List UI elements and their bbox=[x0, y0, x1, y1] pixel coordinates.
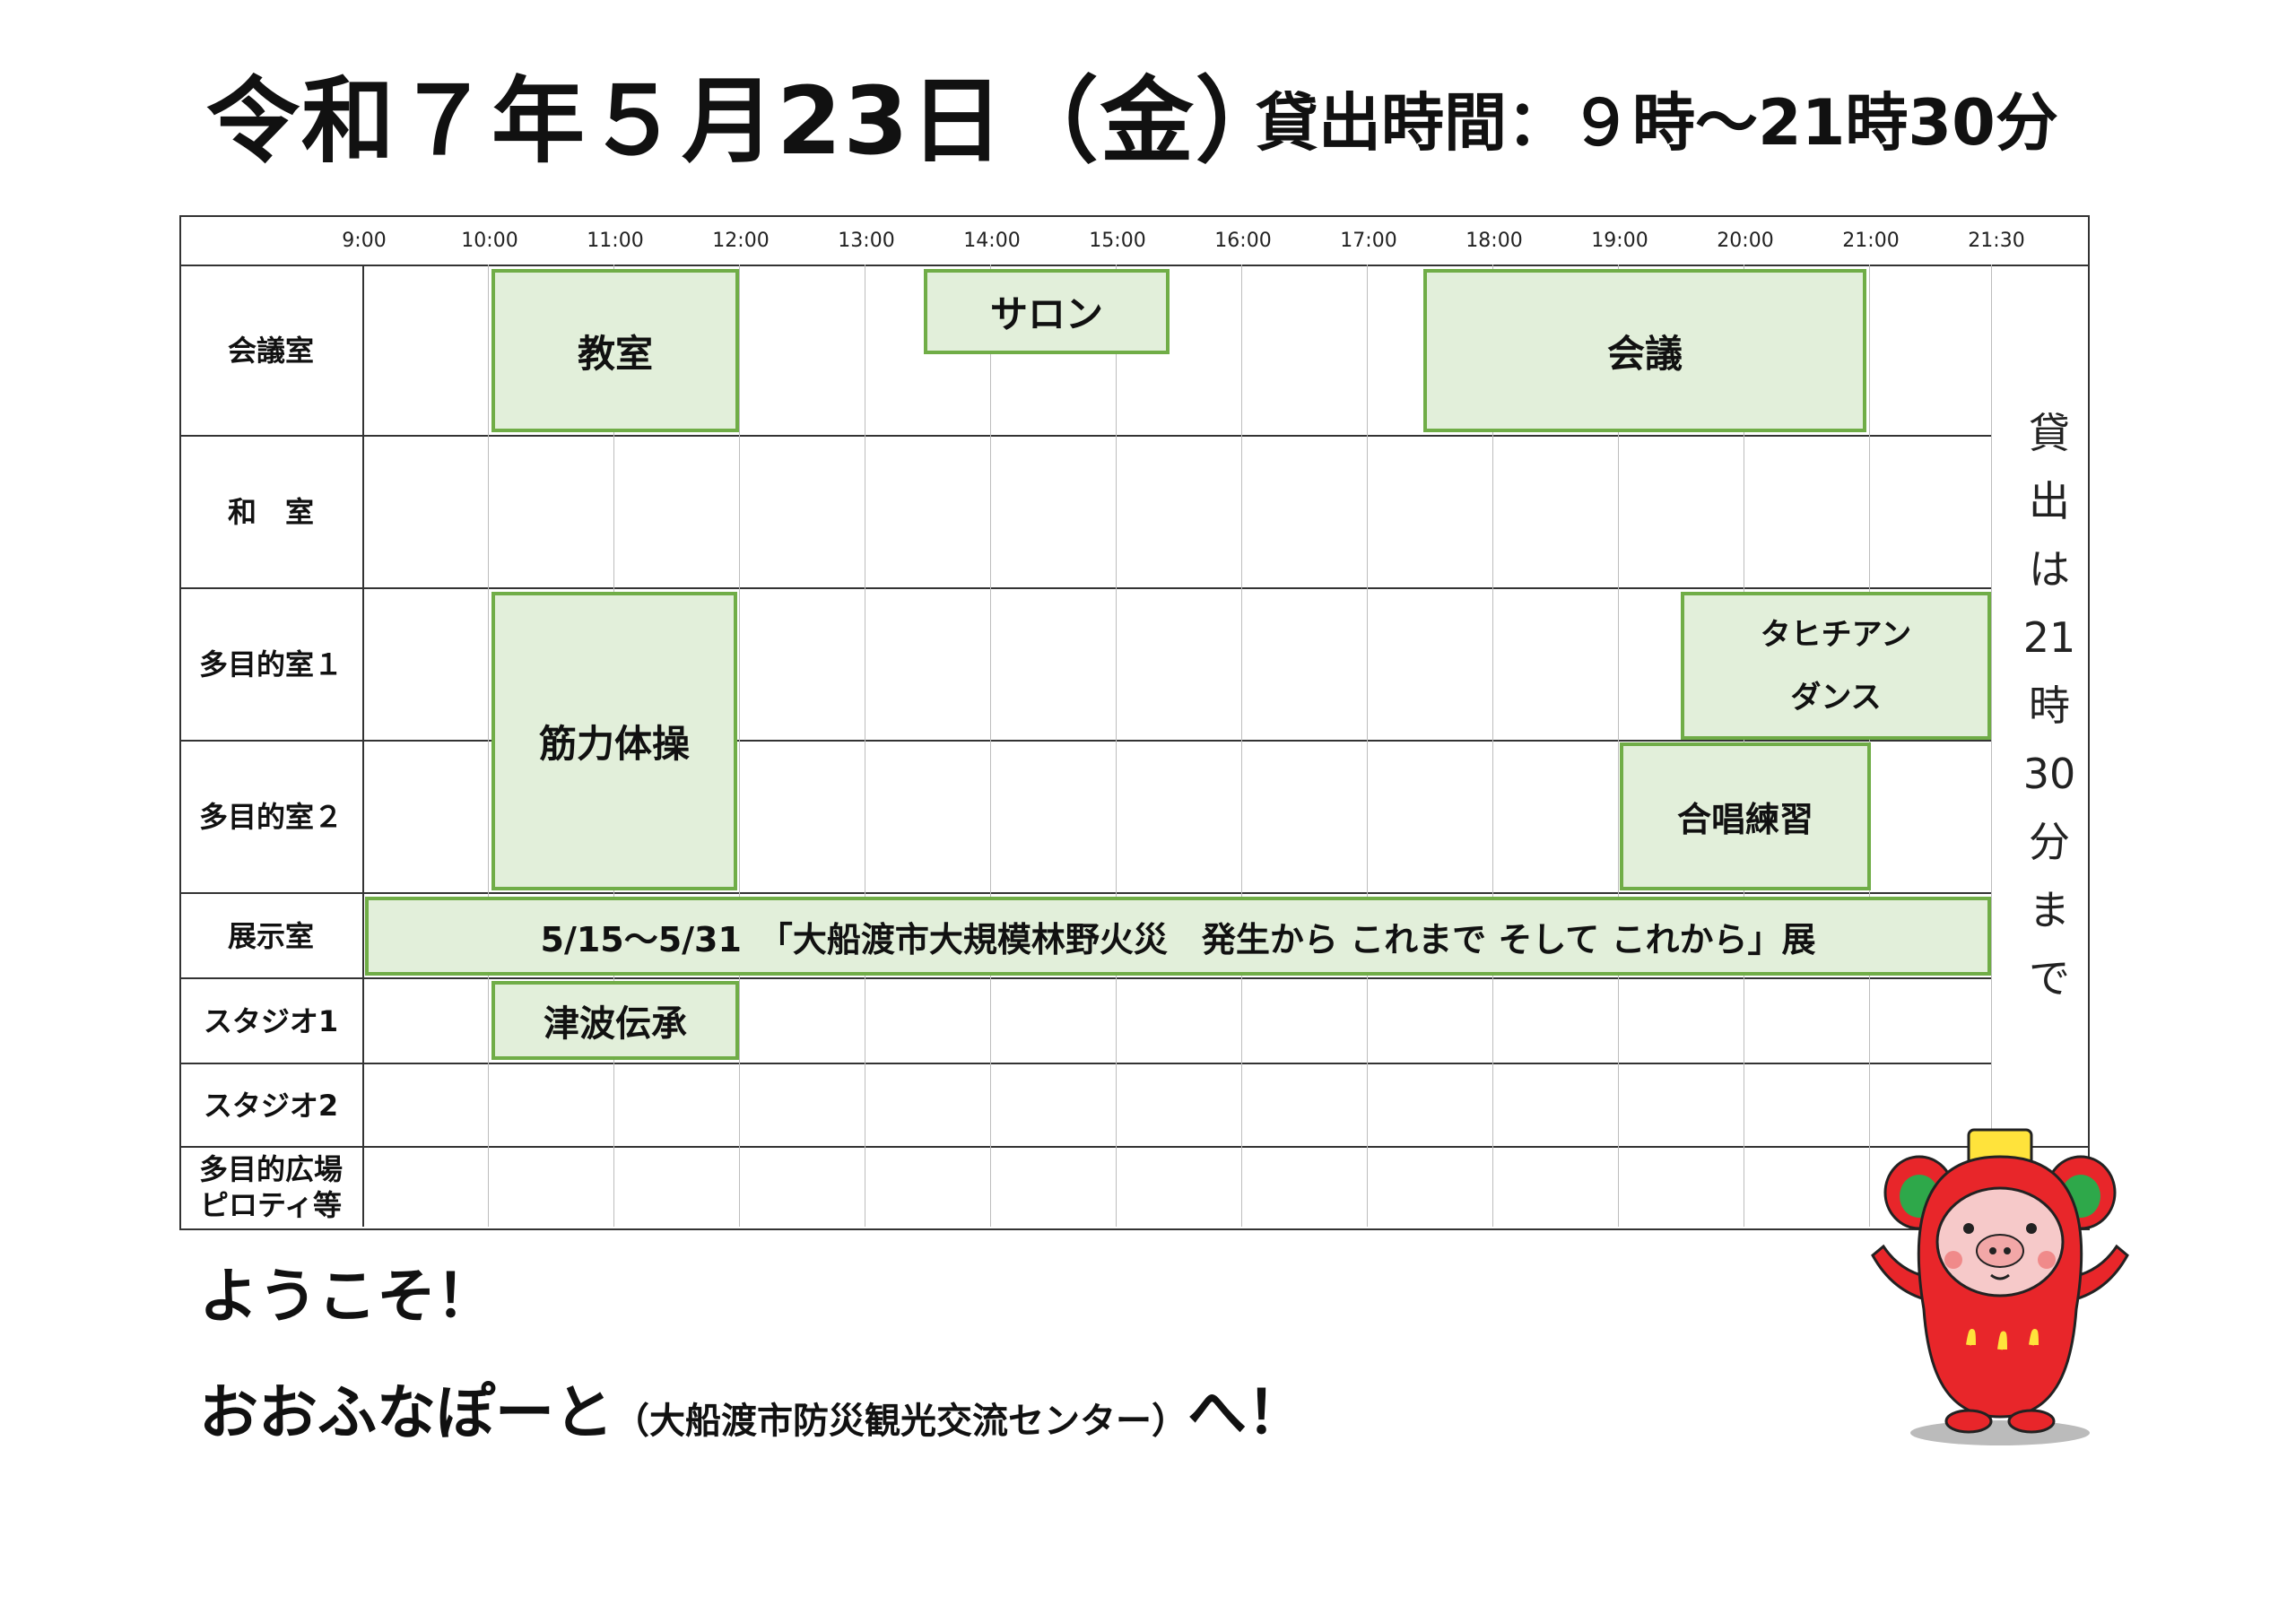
hour-gridline bbox=[1991, 265, 1992, 1227]
room-label-multi1: 多目的室１ bbox=[198, 647, 343, 681]
hour-gridline bbox=[1492, 265, 1493, 1227]
schedule-table: 9:00 10:00 11:00 12:00 13:00 14:00 15:00… bbox=[179, 215, 2090, 1230]
room-label-japanese: 和 室 bbox=[227, 495, 314, 529]
row-line bbox=[179, 740, 1991, 742]
room-label-studio2: スタジオ2 bbox=[203, 1088, 339, 1123]
time-label: 14:00 bbox=[963, 230, 1021, 252]
hour-gridline bbox=[1367, 265, 1368, 1227]
time-label: 15:00 bbox=[1089, 230, 1146, 252]
time-label: 19:00 bbox=[1591, 230, 1648, 252]
facility-nickname: おおふなぽーと bbox=[199, 1378, 613, 1447]
row-line bbox=[179, 892, 1991, 894]
mascot-icon bbox=[1871, 1128, 2129, 1445]
event-block[interactable]: 津波伝承 bbox=[491, 981, 739, 1060]
page-title: 令和７年５月23日（金） bbox=[206, 66, 1291, 176]
time-label: 16:00 bbox=[1214, 230, 1272, 252]
note-char: 30 bbox=[2022, 750, 2076, 798]
room-label-plaza: 多目的広場 ピロティ等 bbox=[198, 1152, 343, 1222]
hour-gridline bbox=[1241, 265, 1242, 1227]
mascot-shadow bbox=[1910, 1420, 2090, 1445]
room-label-exhibition: 展示室 bbox=[227, 918, 314, 953]
note-char: 貸 bbox=[2029, 409, 2070, 457]
event-block[interactable]: 5/15～5/31 「大船渡市大規模林野火災 発生から これまで そして これか… bbox=[365, 897, 1991, 976]
event-block[interactable]: 筋力体操 bbox=[491, 592, 737, 890]
time-label: 11:00 bbox=[587, 230, 644, 252]
event-block[interactable]: 会議 bbox=[1423, 269, 1866, 432]
hour-gridline bbox=[1618, 265, 1619, 1227]
label-column-divider bbox=[362, 265, 364, 1227]
hour-gridline bbox=[488, 265, 489, 1227]
time-label: 9:00 bbox=[342, 230, 387, 252]
hour-gridline bbox=[739, 265, 740, 1227]
event-block[interactable]: サロン bbox=[924, 269, 1170, 354]
row-line bbox=[179, 1063, 1991, 1064]
row-line bbox=[179, 977, 1991, 979]
mascot-right-foot bbox=[2007, 1409, 2056, 1434]
welcome-ending: へ！ bbox=[1187, 1378, 1306, 1447]
room-label-meeting: 会議室 bbox=[227, 334, 314, 368]
note-char: は bbox=[2029, 545, 2070, 594]
rental-hours: 貸出時間：９時～21時30分 bbox=[1256, 86, 2058, 160]
row-line bbox=[179, 1146, 2088, 1148]
time-label: 20:00 bbox=[1717, 230, 1774, 252]
event-block[interactable]: 教室 bbox=[491, 269, 739, 432]
note-char: で bbox=[2029, 954, 2070, 1002]
hour-gridline bbox=[1116, 265, 1117, 1227]
schedule-border bbox=[179, 215, 2090, 1230]
note-char: 出 bbox=[2029, 477, 2070, 525]
row-line bbox=[179, 587, 1991, 589]
rental-end-note: 貸 出 は 21 時 30 分 ま で bbox=[2022, 399, 2076, 1012]
facility-fullname: （大船渡市防災観光交流センター） bbox=[613, 1401, 1187, 1442]
time-label: 10:00 bbox=[461, 230, 518, 252]
time-label: 18:00 bbox=[1465, 230, 1523, 252]
time-label: 17:00 bbox=[1340, 230, 1397, 252]
note-char: ま bbox=[2029, 886, 2070, 934]
room-label-multi2: 多目的室２ bbox=[198, 800, 343, 834]
welcome-line-2: おおふなぽーと（大船渡市防災観光交流センター）へ！ bbox=[199, 1365, 1306, 1451]
welcome-line-1: ようこそ！ bbox=[199, 1262, 495, 1331]
header-row-line bbox=[179, 265, 2088, 266]
event-block[interactable]: 合唱練習 bbox=[1620, 742, 1871, 890]
event-block[interactable]: タヒチアン ダンス bbox=[1681, 592, 1991, 740]
time-label: 12:00 bbox=[712, 230, 770, 252]
room-label-studio1: スタジオ1 bbox=[203, 1003, 339, 1038]
time-label: 21:30 bbox=[1968, 230, 2025, 252]
note-char: 分 bbox=[2029, 818, 2070, 866]
time-label: 21:00 bbox=[1842, 230, 1900, 252]
row-line bbox=[179, 435, 1991, 437]
note-char: 21 bbox=[2022, 613, 2076, 662]
mascot-left-foot bbox=[1944, 1409, 1993, 1434]
note-char: 時 bbox=[2029, 681, 2070, 730]
hour-gridline bbox=[990, 265, 991, 1227]
time-label: 13:00 bbox=[838, 230, 895, 252]
